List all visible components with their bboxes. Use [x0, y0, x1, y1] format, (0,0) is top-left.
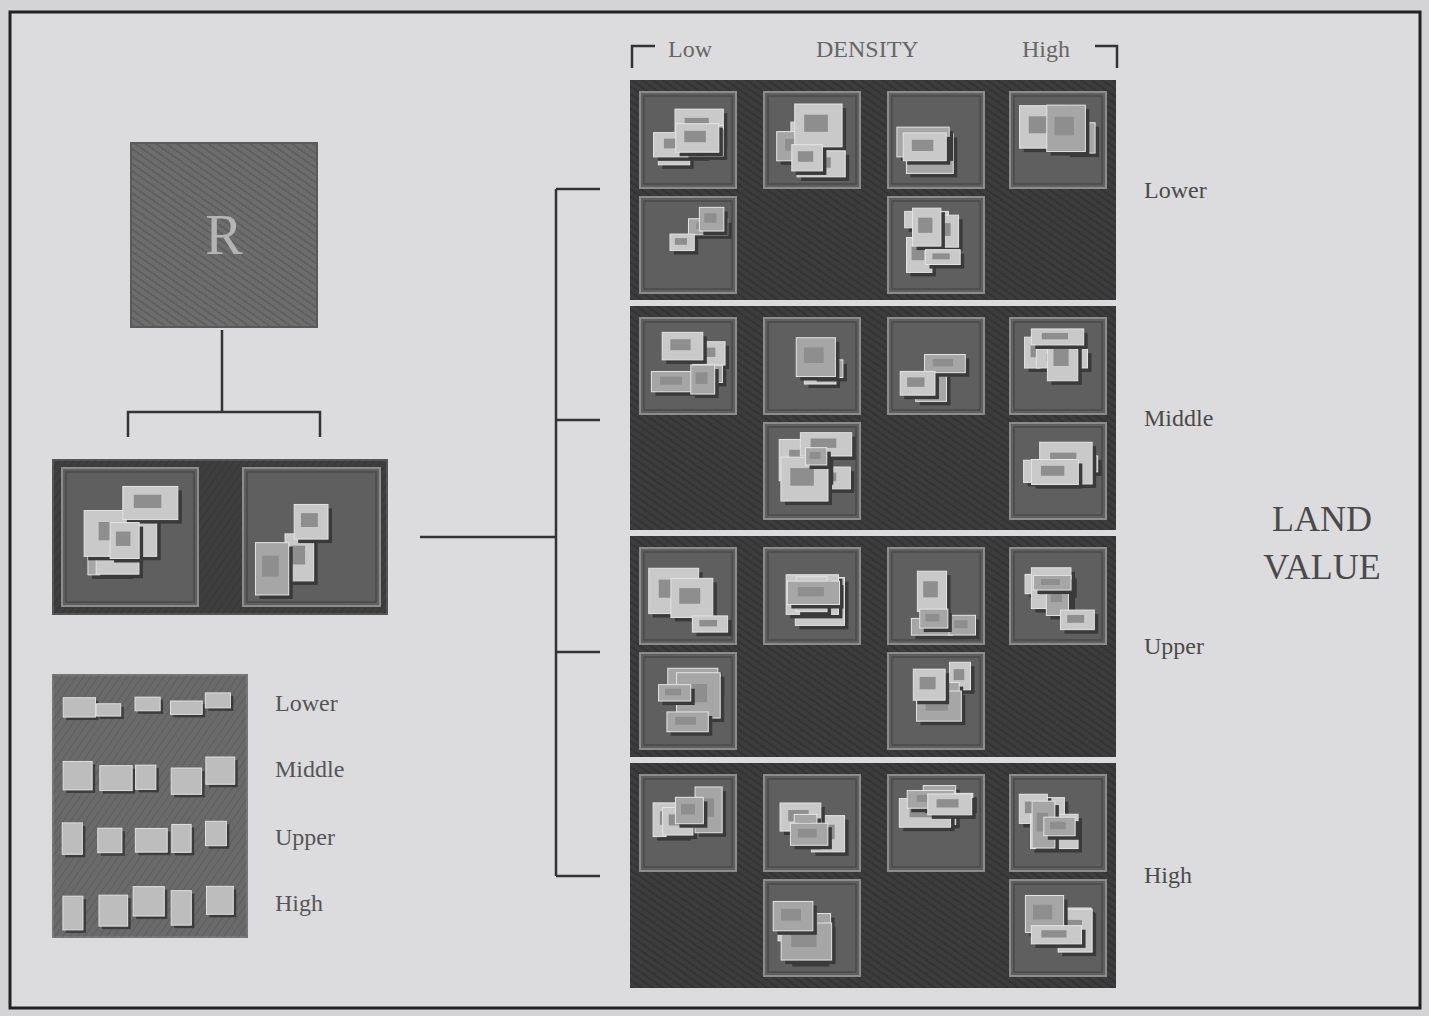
land-value-band: Middle — [630, 306, 1116, 530]
building-tiles — [630, 536, 1116, 757]
building-tiles — [630, 80, 1116, 300]
band-heading: Middle — [1144, 405, 1213, 432]
key-label: Middle — [275, 756, 344, 783]
frame — [10, 12, 1420, 1008]
axis-label: High — [1022, 36, 1070, 63]
land-value-band: Lower — [630, 80, 1116, 300]
band-heading: High — [1144, 862, 1192, 889]
band-heading: Upper — [1144, 633, 1204, 660]
key-label: Upper — [275, 824, 335, 851]
land-value-band: High — [630, 763, 1116, 988]
axis-label: DENSITY — [816, 36, 919, 63]
value-key-art — [53, 675, 247, 937]
band-heading: Lower — [1144, 177, 1207, 204]
axis-label: Low — [668, 36, 712, 63]
building-tiles — [630, 306, 1116, 530]
zone-letter: R — [205, 203, 242, 267]
key-label: High — [275, 890, 323, 917]
key-label: Lower — [275, 690, 338, 717]
land-value-band: Upper — [630, 536, 1116, 757]
zone-tile: R — [130, 142, 318, 328]
zone-pair-art — [53, 460, 387, 614]
building-tiles — [630, 763, 1116, 988]
axis-title: LAND VALUE — [1252, 495, 1392, 591]
